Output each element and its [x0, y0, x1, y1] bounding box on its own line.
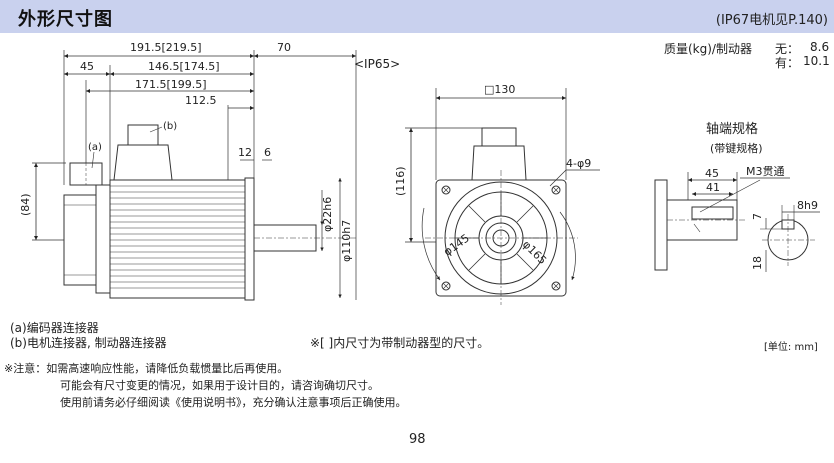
- mass-no-brake-label: 无：: [775, 42, 800, 56]
- dim-146-5: 146.5[174.5]: [148, 60, 220, 73]
- header-bar: 外形尺寸图 (IP67电机见P.140): [0, 0, 834, 33]
- label-b: (b): [163, 121, 177, 132]
- note-line-2: 可能会有尺寸变更的情况，如果用于设计目的，请咨询确切尺寸。: [60, 379, 379, 392]
- label-a: (a): [88, 142, 102, 153]
- dim-84: (84): [19, 193, 32, 216]
- shaft-dim-45: 45: [705, 167, 719, 180]
- shaft-dim-8h9: 8h9: [797, 199, 818, 212]
- dim-holes: 4-φ9: [566, 157, 591, 170]
- mass-label: 质量(kg)/制动器: [664, 42, 752, 56]
- dim-171-5: 171.5[199.5]: [135, 78, 207, 91]
- dim-70: 70: [277, 41, 291, 54]
- dim-12: 12: [238, 146, 252, 159]
- note-line-3: 使用前请务必仔细阅读《使用说明书》，充分确认注意事项后正确使用。: [60, 396, 407, 409]
- mass-brake-value: 10.1: [803, 54, 830, 68]
- legend-encoder-connector: (a)编码器连接器: [10, 321, 99, 335]
- page-title: 外形尺寸图: [18, 9, 113, 30]
- ip67-note: (IP67电机见P.140): [715, 13, 828, 28]
- side-view: [32, 50, 357, 301]
- dim-phi22h6: φ22h6: [321, 197, 334, 232]
- dim-45: 45: [80, 60, 94, 73]
- shaft-dim-18: 18: [751, 256, 764, 270]
- dim-112-5: 112.5: [185, 94, 217, 107]
- page-number: 98: [409, 432, 426, 447]
- ip65-label: <IP65>: [354, 57, 400, 71]
- note-line-1: ※注意：如需高速响应性能，请降低负载惯量比后再使用。: [4, 362, 289, 375]
- shaft-dim-m3: M3贯通: [746, 165, 785, 178]
- mass-brake-label: 有：: [775, 56, 800, 70]
- shaft-spec-subtitle: (带键规格): [710, 142, 763, 155]
- dim-phi110h7: φ110h7: [340, 220, 353, 262]
- shaft-spec-view: [654, 172, 820, 272]
- dim-6: 6: [264, 146, 271, 159]
- shaft-dim-41: 41: [706, 181, 720, 194]
- dim-191-5: 191.5[219.5]: [130, 41, 202, 54]
- dim-square-130: □130: [484, 83, 515, 96]
- unit-label: [单位: mm]: [764, 342, 818, 353]
- shaft-dim-7: 7: [751, 213, 764, 220]
- shaft-spec-title: 轴端规格: [706, 122, 759, 137]
- front-view: [405, 88, 600, 305]
- legend-motor-connector: (b)电机连接器, 制动器连接器: [10, 336, 167, 350]
- bracket-note: ※[ ]内尺寸为带制动器型的尺寸。: [310, 336, 490, 350]
- dim-116: (116): [394, 166, 407, 196]
- mass-no-brake-value: 8.6: [810, 40, 830, 54]
